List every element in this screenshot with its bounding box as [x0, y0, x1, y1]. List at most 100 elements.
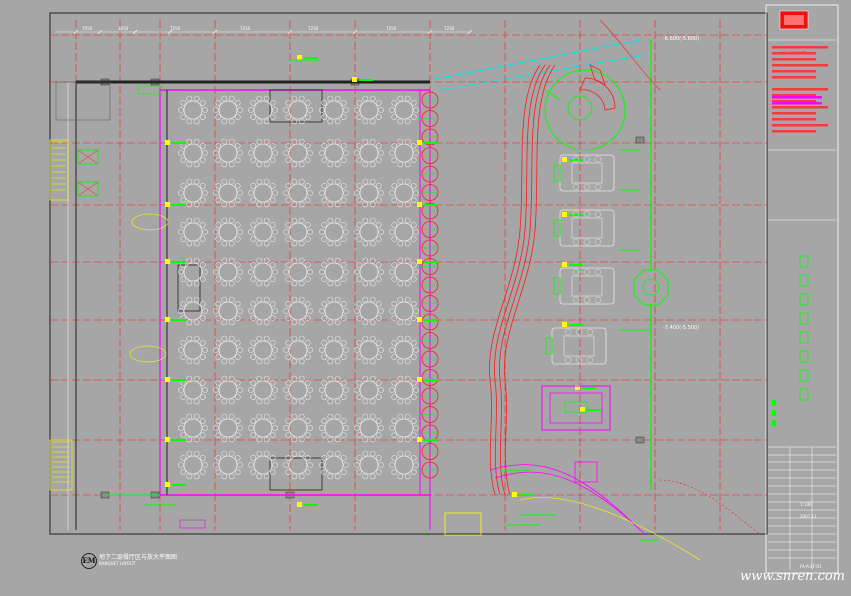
round-table	[178, 217, 208, 247]
round-table	[319, 296, 349, 326]
dimension-tick	[352, 29, 358, 35]
round-table	[389, 296, 419, 326]
lounge-group	[553, 154, 615, 192]
round-table	[283, 138, 313, 168]
title-block-char	[799, 331, 809, 344]
tag-marker	[512, 492, 517, 497]
round-table	[213, 95, 243, 125]
round-table	[213, 296, 243, 326]
title-block-note-line	[772, 70, 816, 73]
title-block-scale: 1:100	[800, 502, 812, 507]
banquet-tables	[178, 95, 419, 480]
title-block-company: 设计单位名称	[782, 50, 806, 55]
round-table	[283, 178, 313, 208]
title-block-note-line	[772, 106, 828, 109]
round-table	[248, 296, 278, 326]
tag-label-bar	[569, 214, 583, 216]
round-table	[354, 450, 384, 480]
round-table	[248, 95, 278, 125]
lounge-seating	[545, 154, 615, 365]
lounge-group	[545, 327, 607, 365]
tag-marker	[417, 377, 422, 382]
title-block-note-line	[772, 46, 828, 49]
tag-label-bar	[582, 387, 596, 389]
tag-marker	[562, 212, 567, 217]
level-tag-top: -6.600(-5.600)	[663, 36, 700, 42]
watermark: www.snren.com	[740, 569, 845, 584]
stair-hatch-left	[49, 139, 99, 491]
round-table	[248, 375, 278, 405]
dimension-tick	[132, 29, 138, 35]
round-table	[248, 335, 278, 365]
tag-label-bar	[424, 204, 438, 206]
tag-label-bar	[172, 439, 186, 441]
round-table	[354, 257, 384, 287]
title-block-note-line	[772, 58, 816, 61]
tag-label-bar	[172, 484, 186, 486]
structural-column	[635, 136, 645, 144]
round-table	[213, 138, 243, 168]
round-table	[248, 217, 278, 247]
title-block-note-line	[772, 118, 816, 121]
round-table	[389, 178, 419, 208]
tag-label-bar	[569, 324, 583, 326]
dimension-label: 7250	[308, 26, 319, 31]
round-table	[213, 450, 243, 480]
round-table	[319, 335, 349, 365]
tag-marker	[562, 322, 567, 327]
drawing-title: 地下二层餐厅区与放大平面图	[99, 554, 178, 561]
round-table	[354, 335, 384, 365]
tag-marker	[417, 437, 422, 442]
round-table	[213, 375, 243, 405]
column-circles	[421, 91, 439, 479]
round-table	[354, 217, 384, 247]
dimension-tick	[73, 29, 79, 35]
dimension-tick	[467, 29, 473, 35]
dimension-label: 7250	[170, 26, 181, 31]
tag-label-bar	[424, 439, 438, 441]
round-table	[389, 375, 419, 405]
round-table	[213, 335, 243, 365]
arched-opening	[131, 213, 169, 231]
tag-label-bar	[172, 142, 186, 144]
title-block-note-line	[772, 96, 822, 99]
tag-label-bar	[569, 159, 583, 161]
title-block-char	[799, 388, 809, 401]
dimension-chain	[55, 29, 473, 35]
round-table	[319, 178, 349, 208]
round-table	[213, 217, 243, 247]
tag-label-bar	[519, 494, 533, 496]
round-table	[283, 450, 313, 480]
round-table	[178, 335, 208, 365]
tag-marker	[297, 55, 302, 60]
dimension-label: 7250	[240, 26, 251, 31]
title-block-note-line	[772, 112, 816, 115]
round-table	[283, 257, 313, 287]
door-frame	[179, 519, 206, 529]
round-table	[354, 95, 384, 125]
tag-marker	[417, 202, 422, 207]
tag-marker	[165, 259, 170, 264]
dimension-tick	[167, 29, 173, 35]
title-block-note-line	[772, 88, 828, 91]
title-block-red-notes	[772, 46, 828, 133]
title-block-mark	[772, 400, 776, 406]
round-table	[283, 413, 313, 443]
round-table	[248, 257, 278, 287]
title-block-char	[799, 350, 809, 363]
round-table	[178, 450, 208, 480]
octagon-feature	[633, 40, 669, 490]
stair-treads	[52, 141, 169, 483]
round-table	[319, 217, 349, 247]
title-block-project-name	[772, 255, 809, 426]
round-table	[213, 178, 243, 208]
lounge-group	[553, 209, 615, 247]
door-frame	[137, 85, 163, 95]
title-block-mark	[772, 420, 776, 426]
dimension-label: 7050	[82, 26, 93, 31]
lounge-group	[553, 267, 615, 305]
drawing-subtitle: BANQUET LAYOUT	[99, 561, 136, 566]
title-block-note-line	[772, 52, 816, 55]
tag-marker	[562, 262, 567, 267]
